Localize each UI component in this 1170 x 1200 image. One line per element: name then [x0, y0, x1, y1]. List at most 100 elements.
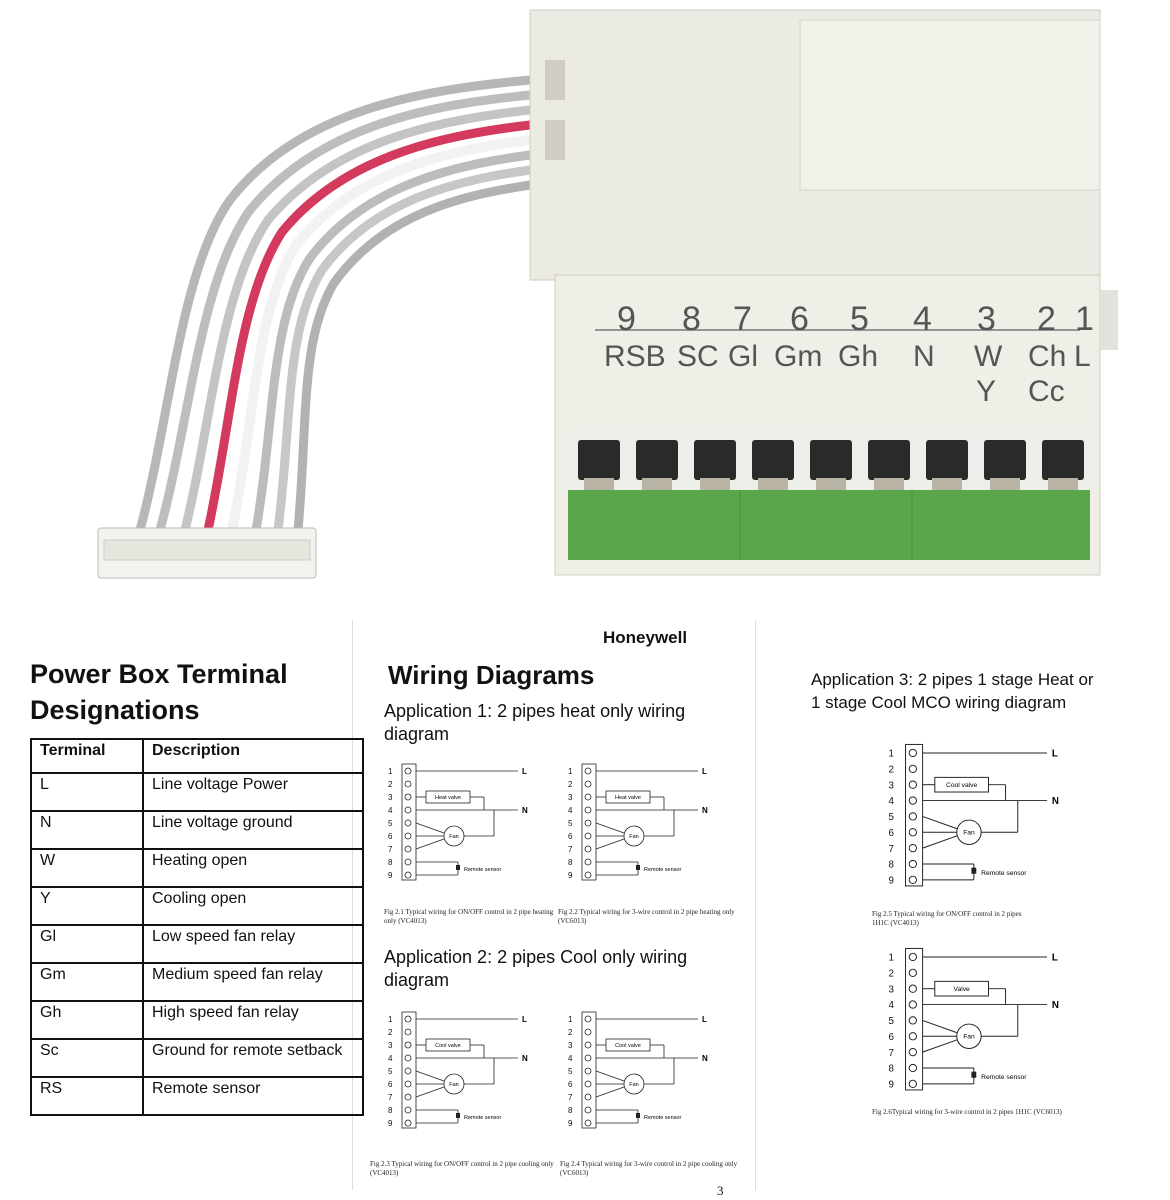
description-cell: Line voltage ground: [142, 810, 364, 850]
terminal-cell: L: [30, 772, 144, 812]
terminal-strip: [581, 763, 597, 881]
wire: [595, 838, 625, 850]
line-label: L: [522, 767, 527, 776]
terminal-index: 5: [568, 819, 573, 828]
description-cell: High speed fan relay: [142, 1000, 364, 1040]
terminal-screw: [908, 796, 917, 805]
heading-line: diagram: [384, 724, 450, 744]
line-label: L: [1052, 953, 1058, 964]
terminal-index: 4: [388, 1054, 393, 1063]
terminal-index: 5: [388, 819, 393, 828]
terminal-index: 9: [888, 1080, 893, 1091]
terminal-strip: [581, 1011, 597, 1129]
terminal-screw: [908, 875, 917, 884]
figure-caption: Fig 2.6Typical wiring for 3-wire control…: [872, 1108, 1062, 1116]
terminal-index: 9: [388, 1119, 393, 1128]
figure-caption: Fig 2.3 Typical wiring for ON/OFF contro…: [370, 1160, 554, 1177]
terminal-screw: [908, 968, 917, 977]
terminal-screw: [404, 1067, 412, 1075]
terminal-index: 2: [888, 968, 893, 979]
terminal-screw: [584, 1041, 592, 1049]
terminal-index: 5: [888, 812, 894, 823]
wire: [415, 1086, 445, 1098]
heading-line: 1 stage Cool MCO wiring diagram: [811, 693, 1067, 712]
fan-label: Fan: [963, 830, 975, 837]
valve-label: Heat valve: [615, 795, 641, 801]
terminal-screw: [908, 748, 917, 758]
wire: [595, 1086, 625, 1098]
terminal-number: 4: [913, 300, 932, 338]
line-label: L: [1052, 749, 1058, 760]
power-box-photo: 9 8 7 6 5 4 3 2 1 RSB SC Gl Gm Gh N W Ch…: [97, 9, 1118, 579]
description-cell: Medium speed fan relay: [142, 962, 364, 1002]
terminal-screw: [404, 780, 412, 788]
terminal-screw: [404, 1093, 412, 1101]
terminal-screw: [908, 828, 917, 837]
terminal-index: 7: [388, 1093, 393, 1102]
wire: [922, 1019, 957, 1034]
terminal-screw: [908, 1000, 917, 1009]
remote-sensor-icon: [636, 1113, 640, 1118]
terminal-index: 8: [568, 1106, 573, 1115]
terminal-screw: [908, 812, 917, 821]
description-cell: Low speed fan relay: [142, 924, 364, 964]
remote-sensor-label: Remote sensor: [464, 1115, 501, 1121]
terminal-index: 1: [568, 767, 573, 776]
heading-line: Application 1: 2 pipes heat only wiring: [384, 701, 686, 721]
remote-sensor-label: Remote sensor: [981, 1074, 1027, 1081]
column-header: Description: [142, 738, 364, 774]
line-label: L: [522, 1015, 527, 1024]
terminal-screw: [584, 1093, 592, 1101]
terminal-screw: [584, 845, 592, 853]
terminal-index: 3: [388, 793, 393, 802]
remote-sensor-icon: [971, 1071, 977, 1078]
terminal-designations-title: Power Box Terminal Designations: [30, 656, 350, 728]
page-divider: [755, 620, 756, 1190]
terminal-code: Gh: [838, 340, 879, 373]
neutral-label: N: [522, 806, 528, 815]
terminal-index: 2: [888, 764, 893, 775]
terminal-screw: [584, 1015, 592, 1023]
brand-logo: Honeywell: [603, 628, 688, 647]
terminal-index: 5: [568, 1067, 573, 1076]
line-label: L: [702, 767, 707, 776]
wire: [415, 822, 445, 834]
figure-caption: Fig 2.4 Typical wiring for 3-wire contro…: [560, 1160, 738, 1177]
terminal-code: SC: [677, 340, 719, 373]
terminal-screw: [908, 1079, 917, 1088]
terminal-code: Gl: [728, 340, 758, 373]
terminal-cell: Gm: [30, 962, 144, 1002]
terminal-index: 8: [888, 860, 893, 871]
neutral-label: N: [1052, 796, 1059, 807]
fan-label: Fan: [629, 1082, 638, 1088]
terminal-screw: [908, 952, 917, 962]
terminal-screw: [404, 871, 412, 879]
terminal-screw: [404, 845, 412, 853]
fan-label: Fan: [449, 834, 458, 840]
terminal-number: 8: [682, 300, 701, 338]
description-cell: Line voltage Power: [142, 772, 364, 812]
wire: [922, 1039, 957, 1053]
terminal-strip: [905, 743, 924, 887]
fan-label: Fan: [629, 834, 638, 840]
terminal-index: 8: [388, 1106, 393, 1115]
remote-sensor-icon: [456, 865, 460, 870]
terminal-code: L: [1074, 340, 1091, 373]
description-cell: Ground for remote setback: [142, 1038, 364, 1078]
terminal-screw: [404, 1119, 412, 1127]
terminal-strip: [401, 1011, 417, 1129]
valve-label: Cool valve: [435, 1043, 461, 1049]
terminal-screw: [584, 793, 592, 801]
terminal-number: 7: [733, 300, 752, 338]
terminal-index: 3: [888, 780, 893, 791]
terminal-index: 3: [568, 793, 573, 802]
terminal-number: 3: [977, 300, 996, 338]
